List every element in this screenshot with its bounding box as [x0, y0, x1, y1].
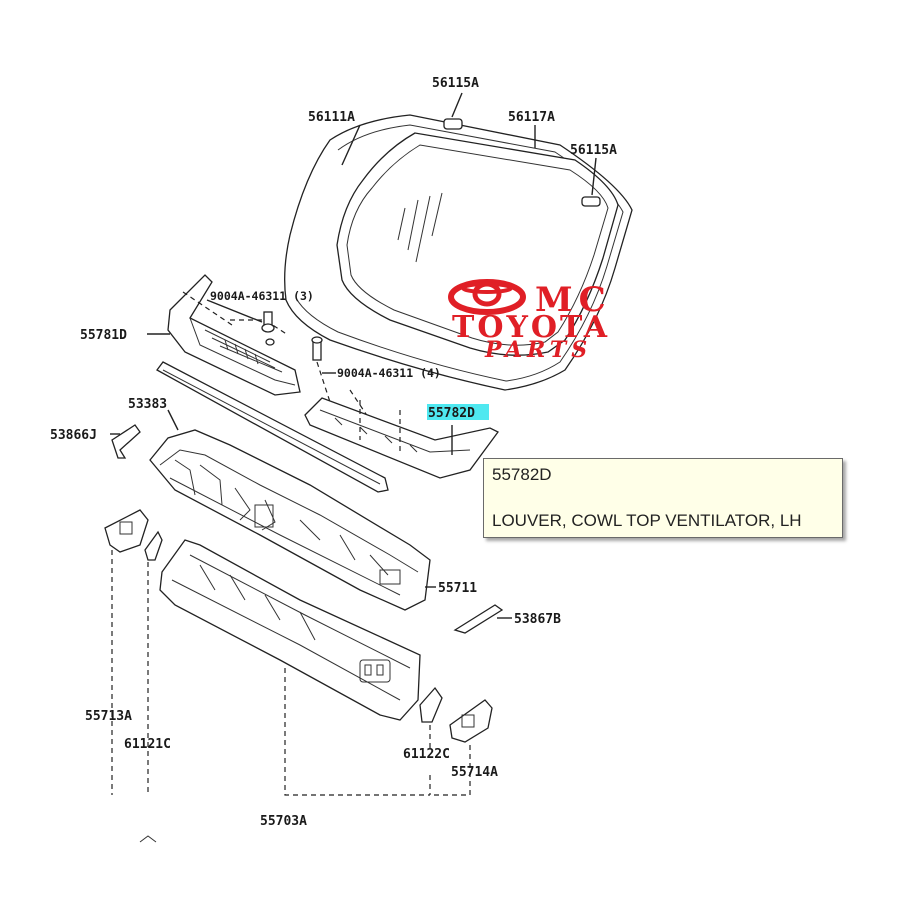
logo-brand-name: TOYOTA	[452, 310, 610, 345]
label-louver-rh: 55781D	[80, 328, 127, 343]
label-clip-set-left: 9004A-46311 (3)	[210, 289, 314, 303]
label-stopper-top: 56115A	[432, 76, 479, 91]
side-seal-left[interactable]	[111, 424, 141, 459]
label-brace-right: 61122C	[403, 747, 450, 762]
label-seal: 53383	[128, 397, 167, 412]
seal-strip[interactable]	[156, 361, 389, 493]
label-dash-panel: 55703A	[260, 814, 307, 829]
label-bracket-right: 55714A	[451, 765, 498, 780]
logo-prefix: MC	[535, 280, 612, 320]
stopper-top[interactable]	[443, 118, 463, 130]
brace-left[interactable]	[144, 530, 163, 561]
louver-rh[interactable]	[167, 274, 301, 396]
louver-lh[interactable]	[304, 397, 499, 479]
part-tooltip: 55782D LOUVER, COWL TOP VENTILATOR, LH	[483, 458, 843, 538]
label-side-seal-left: 53866J	[50, 428, 97, 443]
label-clip-set-right: 9004A-46311 (4)	[337, 366, 441, 380]
label-stopper-right: 56115A	[570, 143, 617, 158]
cowl-panel[interactable]	[149, 429, 431, 611]
logo-sub: PARTS	[484, 337, 592, 363]
label-louver-lh: 55782D	[428, 406, 475, 421]
label-cowl-panel: 55711	[438, 581, 477, 596]
label-side-seal-right: 53867B	[514, 612, 561, 627]
clip-screw-right[interactable]	[311, 336, 323, 361]
label-bracket-left: 55713A	[85, 709, 132, 724]
tooltip-part-number: 55782D	[492, 465, 552, 484]
bracket-left[interactable]	[104, 509, 149, 553]
windshield-glass[interactable]	[284, 114, 633, 391]
brand-logo: MC TOYOTA PARTS	[448, 279, 612, 363]
tooltip-description: LOUVER, COWL TOP VENTILATOR, LH	[492, 511, 802, 530]
clip-screw-left[interactable]	[261, 311, 275, 346]
dash-panel[interactable]	[159, 539, 421, 721]
label-windshield-glass: 56111A	[308, 110, 355, 125]
brace-right[interactable]	[419, 686, 443, 723]
bracket-right[interactable]	[449, 699, 493, 743]
label-highlight	[427, 404, 489, 420]
stopper-right[interactable]	[581, 196, 601, 207]
side-seal-right[interactable]	[453, 604, 504, 634]
label-windshield-moulding: 56117A	[508, 110, 555, 125]
label-brace-left: 61121C	[124, 737, 171, 752]
